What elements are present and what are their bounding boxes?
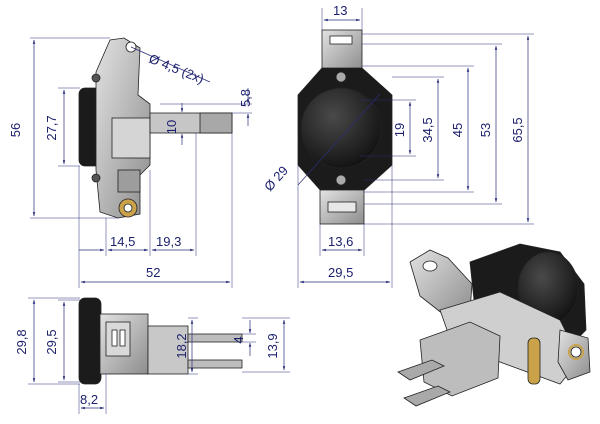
dim-front-13-6: 13,6: [328, 234, 353, 249]
bottom-pin-bottom: [187, 359, 243, 369]
isometric-view: [397, 243, 591, 407]
bottom-view: [78, 297, 243, 385]
front-screw-bottom: [335, 174, 347, 186]
dim-bottom-8-2: 8,2: [80, 392, 98, 407]
dim-bottom-13-9: 13,9: [265, 333, 280, 358]
iso-brass-spring: [527, 337, 541, 385]
front-round-cap: [300, 87, 382, 169]
dim-front-19: 19: [392, 123, 407, 137]
dim-side-length-52: 52: [146, 265, 160, 280]
dim-front-45: 45: [450, 123, 465, 137]
iso-pin-lower: [403, 385, 451, 407]
dim-bottom-29-8: 29,8: [14, 329, 29, 354]
bottom-slot-a: [111, 329, 118, 347]
dim-front-65-5: 65,5: [510, 117, 525, 142]
iso-side-hole: [570, 346, 582, 358]
dim-side-27-7: 27,7: [44, 115, 59, 140]
dim-bottom-18-2: 18,2: [174, 333, 189, 358]
dim-bottom-4: 4: [231, 336, 246, 343]
iso-brass-ring: [568, 344, 584, 360]
front-screw-top: [335, 71, 347, 83]
side-terminal-end: [199, 112, 233, 134]
iso-connector-block: [419, 321, 501, 397]
side-lower-clip: [117, 169, 141, 193]
bottom-dimensions: 29,8 29,5 18,2 4 13,9 8,2: [14, 297, 290, 414]
side-view: [78, 37, 233, 219]
dim-front-top-13: 13: [333, 3, 347, 18]
front-top-slot: [329, 35, 353, 45]
side-rivet-top: [91, 73, 101, 83]
iso-pin-upper: [397, 359, 445, 381]
dim-terminal-10: 10: [164, 120, 179, 134]
dim-bottom-29-5: 29,5: [44, 329, 59, 354]
bottom-pin-top: [187, 333, 243, 343]
dim-front-34-5: 34,5: [420, 117, 435, 142]
dim-front-diameter-29: Ø 29: [261, 163, 291, 194]
dim-front-29-5: 29,5: [328, 265, 353, 280]
side-brass-hole: [123, 203, 133, 213]
front-lower-slot: [327, 201, 357, 213]
bottom-slot-b: [119, 329, 126, 347]
bottom-block: [147, 325, 189, 375]
dim-side-height-56: 56: [8, 123, 23, 137]
iso-top-hole: [422, 260, 438, 272]
dim-side-19-3: 19,3: [156, 234, 181, 249]
dim-terminal-5-8: 5,8: [238, 89, 253, 107]
dim-hole-diameter: Ø 4,5 (2x): [147, 51, 206, 87]
dim-side-14-5: 14,5: [110, 234, 135, 249]
front-view: [297, 29, 393, 225]
side-rivet-bottom: [91, 173, 101, 183]
bottom-clip: [105, 321, 131, 357]
dim-front-53: 53: [478, 123, 493, 137]
side-bracket: [111, 117, 151, 159]
bottom-black-cap: [78, 297, 102, 385]
